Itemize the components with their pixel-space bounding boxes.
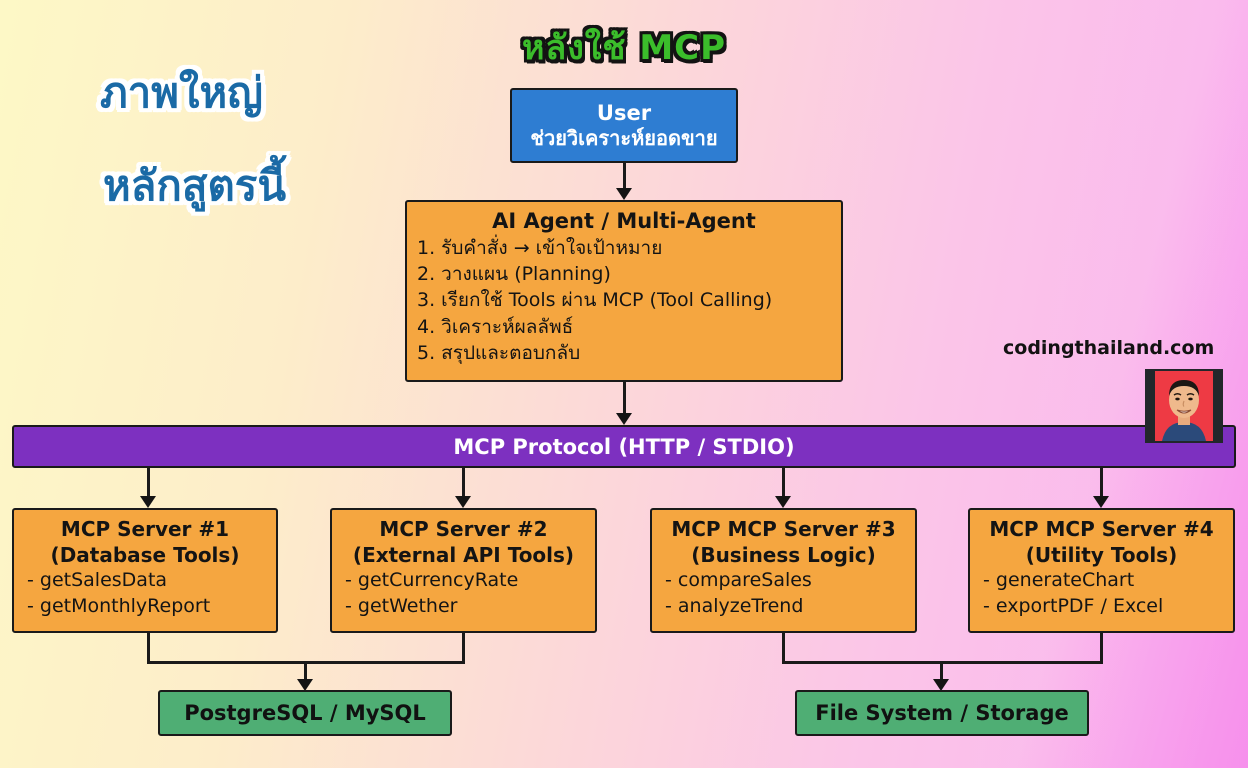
connector-server3-join: [782, 633, 785, 663]
mcp-server-2-box: MCP Server #2 (External API Tools) - get…: [330, 508, 597, 633]
server-1-tool-2: - getMonthlyReport: [27, 594, 211, 617]
user-box-title: User: [596, 100, 652, 125]
user-box: User ช่วยวิเคราะห์ยอดขาย: [510, 88, 738, 163]
arrowhead-protocol-server1: [140, 496, 156, 508]
connector-protocol-server3: [782, 468, 785, 496]
storage-database-label: PostgreSQL / MySQL: [184, 701, 426, 725]
side-note-line2: หลักสูตรนี้: [103, 161, 287, 210]
server-4-subtitle: (Utility Tools): [1025, 543, 1178, 567]
server-2-title: MCP Server #2: [379, 517, 548, 541]
agent-step-2: 2. วางแผน (Planning): [417, 263, 611, 286]
server-2-tool-2: - getWether: [345, 594, 458, 617]
avatar: [1145, 369, 1223, 443]
storage-filesystem-label: File System / Storage: [815, 701, 1069, 725]
slide-title: หลังใช้ MCP: [521, 28, 727, 68]
server-3-title: MCP MCP Server #3: [671, 517, 896, 541]
agent-step-4: 4. วิเคราะห์ผลลัพธ์: [417, 315, 574, 338]
server-4-tool-2: - exportPDF / Excel: [983, 594, 1164, 617]
connector-join-right: [782, 661, 1103, 664]
server-3-tool-1: - compareSales: [665, 569, 812, 591]
arrowhead-protocol-server2: [455, 496, 471, 508]
side-note-line1: ภาพใหญ่: [100, 68, 263, 117]
connector-protocol-server1: [147, 468, 150, 496]
connector-protocol-server4: [1100, 468, 1103, 496]
server-4-tool-1: - generateChart: [983, 569, 1135, 591]
arrowhead-storage1: [297, 679, 313, 691]
arrowhead-storage2: [933, 679, 949, 691]
agent-box-title: AI Agent / Multi-Agent: [492, 209, 756, 233]
presenter-photo-icon: [1155, 371, 1213, 441]
connector-join-storage1: [304, 661, 307, 680]
server-3-tool-2: - analyzeTrend: [665, 594, 804, 617]
server-2-tool-1: - getCurrencyRate: [345, 569, 519, 591]
agent-step-5: 5. สรุปและตอบกลับ: [417, 341, 581, 364]
mcp-protocol-label: MCP Protocol (HTTP / STDIO): [453, 434, 795, 459]
server-1-title: MCP Server #1: [60, 517, 230, 541]
server-1-tool-1: - getSalesData: [27, 569, 168, 591]
agent-step-3: 3. เรียกใช้ Tools ผ่าน MCP (Tool Calling…: [417, 289, 773, 312]
user-box-request: ช่วยวิเคราะห์ยอดขาย: [530, 126, 718, 151]
storage-box-filesystem: File System / Storage: [795, 690, 1089, 736]
connector-server2-join: [462, 633, 465, 663]
connector-user-agent: [623, 163, 626, 189]
server-1-subtitle: (Database Tools): [50, 543, 240, 567]
connector-protocol-server2: [462, 468, 465, 496]
mcp-server-1-box: MCP Server #1 (Database Tools) - getSale…: [12, 508, 278, 633]
agent-box: AI Agent / Multi-Agent 1. รับคำสั่ง → เข…: [405, 200, 843, 382]
watermark-url: codingthailand.com: [1003, 337, 1215, 359]
mcp-protocol-bar: MCP Protocol (HTTP / STDIO): [12, 425, 1236, 468]
mcp-server-3-box: MCP MCP Server #3 (Business Logic) - com…: [650, 508, 917, 633]
mcp-server-4-box: MCP MCP Server #4 (Utility Tools) - gene…: [968, 508, 1235, 633]
connector-server1-join: [147, 633, 150, 663]
server-2-subtitle: (External API Tools): [352, 543, 575, 567]
storage-box-database: PostgreSQL / MySQL: [158, 690, 452, 736]
arrowhead-protocol-server4: [1093, 496, 1109, 508]
arrowhead-agent-protocol: [616, 413, 632, 425]
connector-agent-protocol: [623, 382, 626, 413]
agent-step-1: 1. รับคำสั่ง → เข้าใจเป้าหมาย: [417, 237, 663, 259]
server-3-subtitle: (Business Logic): [691, 543, 876, 567]
arrowhead-protocol-server3: [775, 496, 791, 508]
server-4-title: MCP MCP Server #4: [989, 517, 1214, 541]
connector-server4-join: [1100, 633, 1103, 663]
connector-join-storage2: [940, 661, 943, 680]
arrowhead-user-agent: [616, 188, 632, 200]
